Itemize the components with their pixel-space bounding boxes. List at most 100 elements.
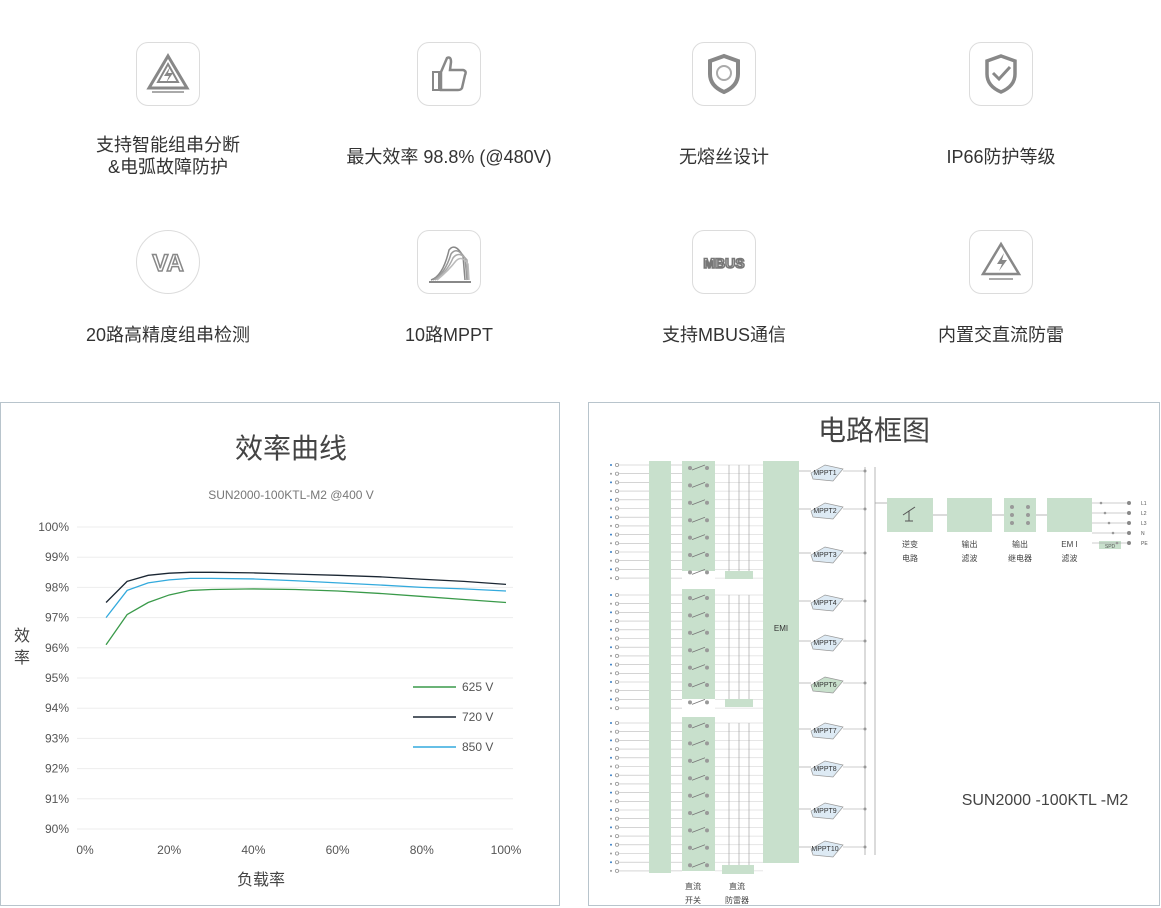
y-tick-label: 97% [45, 611, 69, 625]
block-label: 输出 [1012, 539, 1028, 549]
polarity-mark [610, 748, 612, 751]
switch-contact [688, 613, 692, 618]
switch-blade [691, 551, 706, 558]
feature-string-detection: VA 20路高精度组串检测 [58, 230, 278, 346]
switch-blade [691, 482, 706, 488]
emi-filter-block [1047, 498, 1092, 532]
polarity-mark [610, 577, 612, 580]
thumbs-up-icon [417, 42, 481, 106]
switch-contact [705, 811, 709, 815]
polarity-mark [610, 681, 612, 683]
dc-input-terminal [614, 706, 619, 711]
dc-input-terminal [614, 773, 619, 778]
mppt-block [810, 722, 844, 740]
dc-input-terminal [614, 463, 619, 468]
relay-contact [1026, 505, 1030, 509]
mppt-curve-icon [417, 230, 481, 294]
output-label: PE [1141, 541, 1148, 547]
polarity-mark [610, 472, 612, 475]
output-terminal [1127, 511, 1131, 515]
series-line [105, 588, 507, 646]
switch-blade [691, 740, 706, 746]
polarity-mark [610, 602, 612, 605]
mppt-label: MPPT2 [813, 508, 836, 515]
junction-dot [1099, 501, 1103, 505]
switch-blade [691, 699, 706, 705]
mbus-icon: MBUS [692, 230, 756, 294]
polarity-mark [610, 654, 612, 657]
polarity-mark [610, 756, 612, 759]
dc-input-terminal [614, 653, 619, 658]
switch-blade [691, 722, 706, 729]
feature-mbus: MBUS 支持MBUS通信 [614, 230, 834, 346]
y-tick-label: 95% [45, 671, 69, 685]
polarity-mark [610, 809, 612, 811]
polarity-mark [610, 852, 612, 855]
ac-spd-label: SPD [1105, 544, 1116, 550]
polarity-mark [610, 817, 612, 820]
junction-dot [1107, 521, 1111, 525]
dc-input-terminal [614, 662, 619, 667]
mppt-block [810, 464, 844, 482]
switch-blade [691, 569, 706, 575]
y-label-char: 效 [14, 627, 30, 645]
switch-contact [705, 828, 709, 833]
dc-switch-group-3 [682, 717, 715, 871]
switch-contact [705, 758, 709, 763]
dc-input-terminal [614, 636, 619, 641]
polarity-mark [610, 542, 612, 545]
dc-spd-2 [725, 699, 753, 707]
dc-input-terminal [614, 697, 619, 702]
dc-input-terminal [614, 851, 619, 856]
x-tick-label: 100% [491, 843, 522, 857]
dc-input-terminal [614, 755, 619, 760]
chart-ylabel: 效率 [14, 627, 30, 667]
bottom-label: 直流 [729, 881, 745, 891]
mppt-stages: MPPT1MPPT2MPPT3MPPT4MPPT5MPPT6MPPT7MPPT8… [799, 464, 887, 858]
chart-grid [77, 526, 513, 830]
switch-contact [688, 828, 692, 833]
feature-label: 支持MBUS通信 [614, 324, 834, 346]
dc-input-terminal [614, 489, 619, 494]
feature-label-line: 10路MPPT [404, 325, 494, 345]
switch-blade [691, 792, 706, 798]
y-tick-label: 90% [45, 822, 69, 836]
output-label: L3 [1141, 521, 1147, 527]
chart-lines [105, 571, 507, 646]
dc-input-terminal [614, 532, 619, 537]
efficiency-chart-panel: 效率曲线 SUN2000-100KTL-M2 @400 V 负载率 效率 90%… [0, 402, 560, 906]
switch-contact [688, 845, 692, 850]
dc-input-terminal [614, 515, 619, 520]
legend-label: 720 V [462, 710, 493, 724]
switch-blade [691, 646, 706, 653]
mppt-label: MPPT6 [813, 682, 836, 689]
feature-surge-protection: 内置交直流防雷 [891, 230, 1111, 346]
chart-title: 效率曲线 [235, 433, 347, 464]
switch-blade [691, 844, 706, 851]
polarity-mark [610, 490, 612, 493]
block-label: 电路 [902, 553, 918, 563]
switch-blade [691, 757, 706, 764]
mppt-label: MPPT3 [813, 552, 836, 559]
x-tick-label: 20% [157, 843, 181, 857]
bottom-label: 直流 [685, 881, 701, 891]
switch-contact [688, 648, 692, 653]
legend-label: 850 V [462, 740, 493, 754]
emi-block [763, 461, 799, 863]
mppt-label: MPPT10 [811, 846, 838, 853]
dc-input-terminal [614, 480, 619, 485]
polarity-mark [610, 689, 612, 692]
dc-input-terminal [614, 834, 619, 839]
polarity-mark [610, 869, 612, 872]
switch-contact [688, 518, 692, 523]
block-label: 输出 [962, 539, 978, 549]
polarity-mark [610, 646, 612, 649]
mppt-block [810, 676, 844, 694]
switch-contact [688, 630, 692, 635]
output-terminal [1127, 521, 1131, 525]
output-relay-block [1004, 498, 1036, 532]
polarity-mark [610, 481, 612, 484]
shield-icon [692, 42, 756, 106]
feature-ip66: IP66防护等级 [891, 42, 1111, 168]
